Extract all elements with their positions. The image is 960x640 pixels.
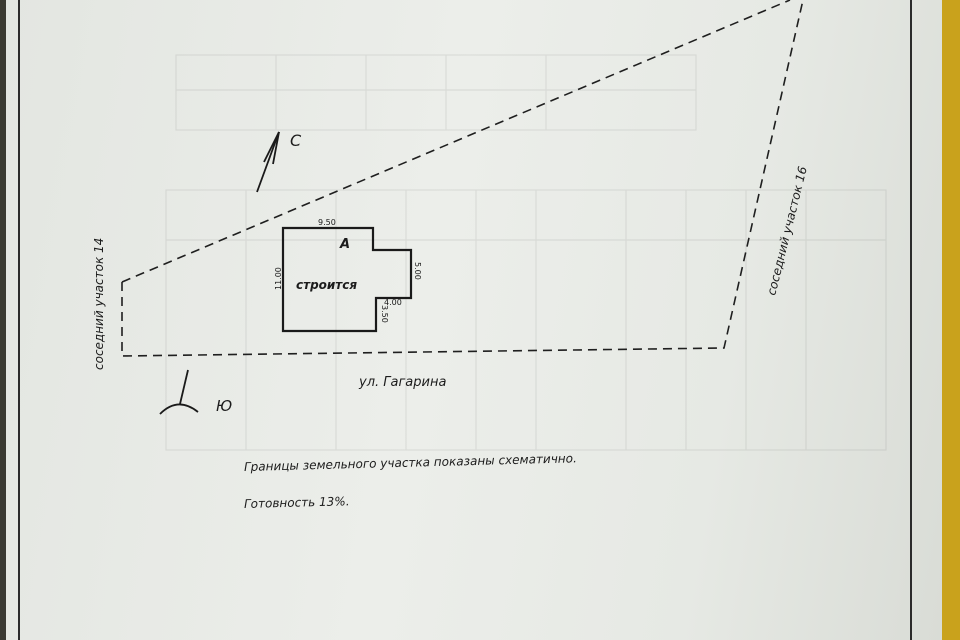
dim-top: 9.50 [318,218,336,227]
dim-step: 4.00 [384,298,402,307]
dim-left: 11.00 [274,267,283,290]
plot-boundary [121,0,804,357]
north-arrow-icon [256,131,280,193]
document-page [6,0,942,640]
page-frame-right [910,0,912,640]
south-symbol-icon [159,369,199,415]
neighbor-right-label: соседний участок 16 [764,165,810,297]
building-letter: А [339,237,350,252]
street-label: ул. Гагарина [358,375,446,390]
building-status: строится [296,278,357,292]
dim-bottom-right: 3.50 [380,305,389,323]
building-outline [281,226,413,333]
north-label: С [290,131,302,150]
dim-right: 5.00 [413,262,422,280]
neighbor-left-label: соседний участок 14 [92,238,106,370]
south-label: Ю [216,397,232,415]
readiness-note: Готовность 13%. [243,494,350,511]
page-frame-left [18,0,20,640]
plot-boundary-north [121,0,791,283]
bleed-through-table [165,54,887,451]
